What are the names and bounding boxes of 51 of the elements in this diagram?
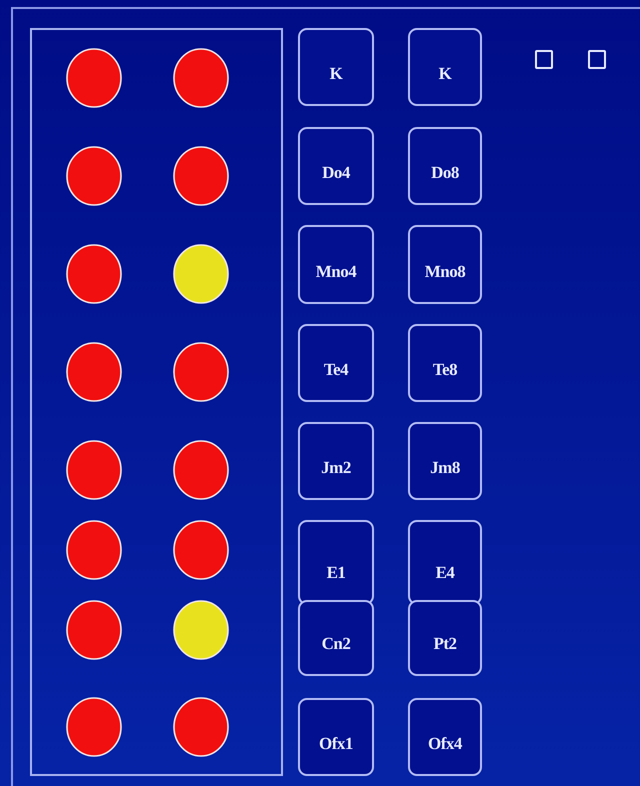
box-label: E4 bbox=[434, 563, 456, 583]
label-box bbox=[408, 600, 482, 676]
label-box bbox=[408, 28, 482, 106]
indicator-circle bbox=[173, 520, 229, 580]
indicator-circle bbox=[66, 48, 122, 108]
box-label: Do4 bbox=[321, 163, 351, 183]
box-label: Do8 bbox=[430, 163, 460, 183]
label-box bbox=[298, 127, 374, 205]
box-label: Jm2 bbox=[320, 458, 352, 478]
label-box bbox=[408, 225, 482, 304]
small-square bbox=[588, 50, 606, 69]
small-square bbox=[535, 50, 553, 69]
indicator-circle bbox=[173, 244, 229, 304]
label-box bbox=[298, 422, 374, 500]
box-label: Jm8 bbox=[429, 458, 461, 478]
label-box bbox=[408, 520, 482, 605]
label-box bbox=[298, 225, 374, 304]
box-label: Mno4 bbox=[314, 262, 358, 282]
indicator-circle bbox=[173, 146, 229, 206]
indicator-circle bbox=[173, 697, 229, 757]
label-box bbox=[298, 698, 374, 776]
label-box bbox=[298, 520, 374, 605]
panel-frame bbox=[30, 28, 283, 776]
box-label: Pt2 bbox=[432, 634, 458, 654]
indicator-circle bbox=[66, 440, 122, 500]
label-box bbox=[298, 28, 374, 106]
indicator-circle bbox=[66, 342, 122, 402]
indicator-circle bbox=[173, 48, 229, 108]
label-box bbox=[298, 324, 374, 402]
indicator-circle bbox=[66, 146, 122, 206]
box-label: Te8 bbox=[432, 360, 458, 380]
label-box bbox=[408, 324, 482, 402]
indicator-circle bbox=[66, 520, 122, 580]
label-box bbox=[408, 127, 482, 205]
indicator-circle bbox=[66, 600, 122, 660]
box-label: Ofx4 bbox=[427, 734, 463, 754]
box-label: Ofx1 bbox=[318, 734, 354, 754]
indicator-circle bbox=[66, 244, 122, 304]
indicator-circle bbox=[173, 440, 229, 500]
box-label: Cn2 bbox=[320, 634, 352, 654]
box-label: Mno8 bbox=[424, 262, 466, 282]
label-box bbox=[298, 600, 374, 676]
indicator-circle bbox=[173, 342, 229, 402]
box-label: Te4 bbox=[322, 360, 350, 380]
label-box bbox=[408, 422, 482, 500]
indicator-circle bbox=[173, 600, 229, 660]
label-box bbox=[408, 698, 482, 776]
indicator-circle bbox=[66, 697, 122, 757]
box-label: E1 bbox=[326, 563, 346, 583]
box-label: K bbox=[328, 64, 344, 84]
box-label: K bbox=[438, 64, 453, 84]
